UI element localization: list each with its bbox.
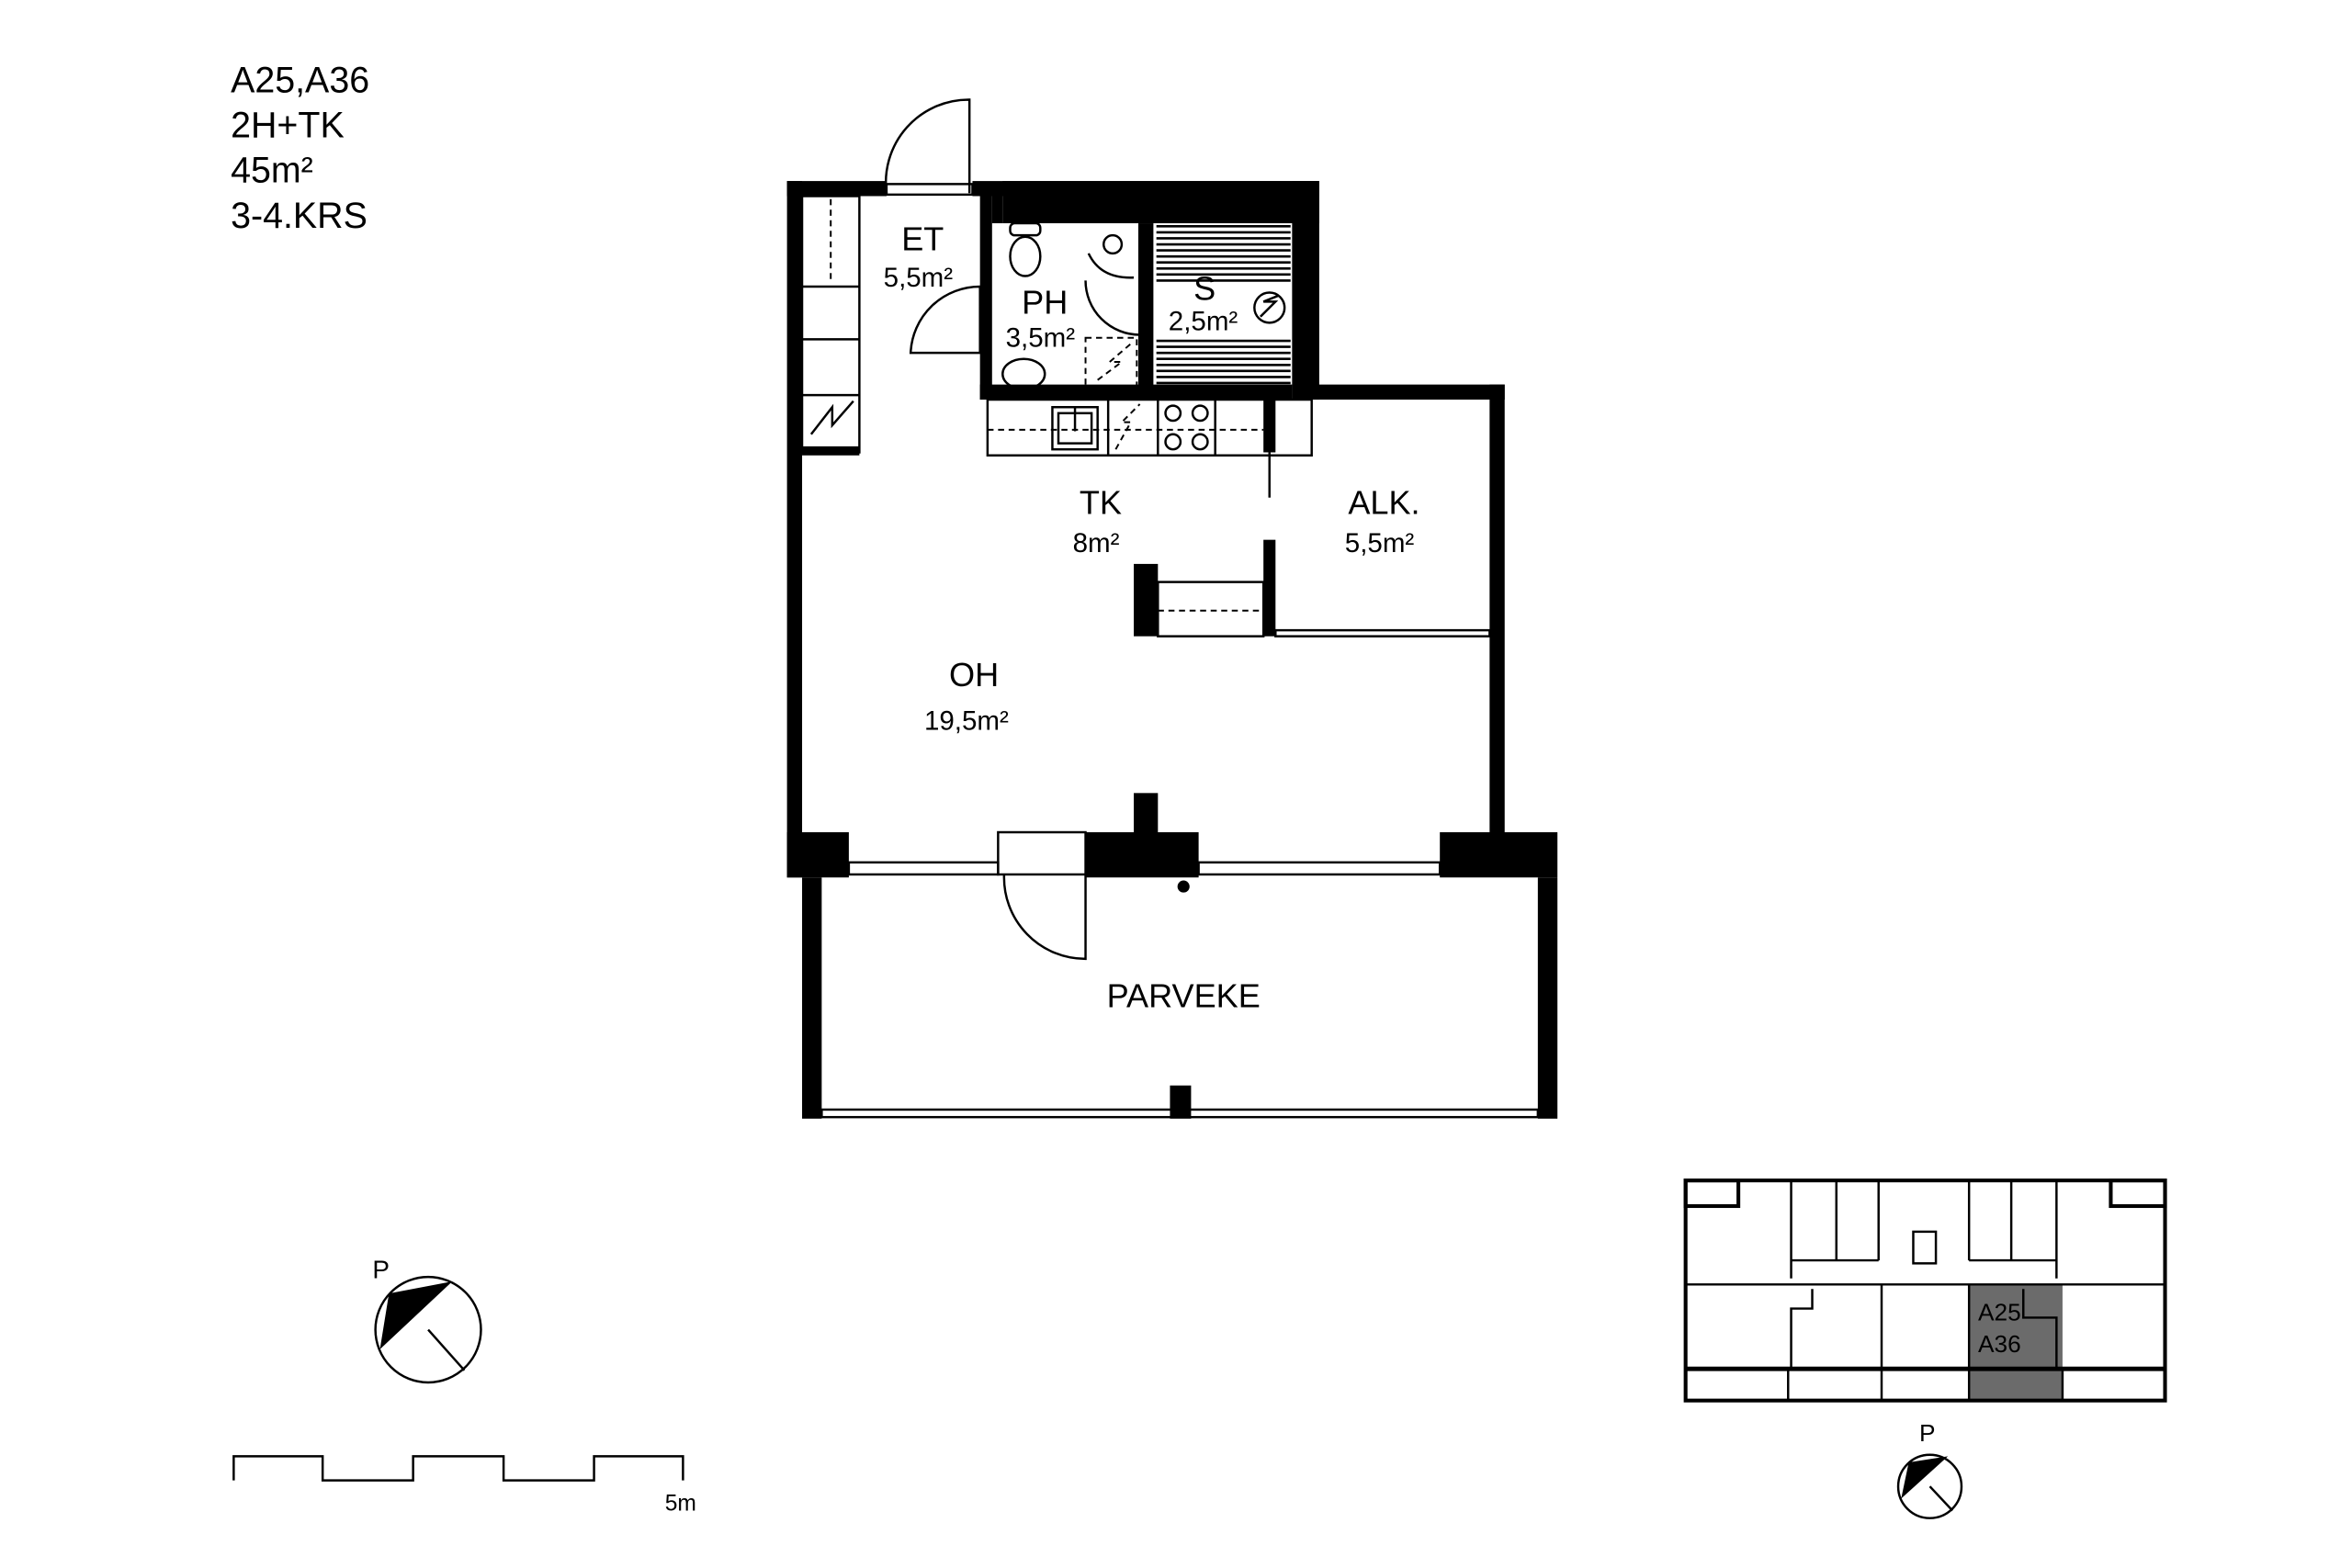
bathroom-fixtures	[1001, 221, 1138, 390]
apartment-area: 45m²	[231, 151, 313, 191]
sauna-benches	[1156, 225, 1291, 385]
svg-text:5,5m²: 5,5m²	[884, 263, 954, 293]
scale-label: 5m	[665, 1491, 696, 1516]
svg-text:PH: PH	[1022, 284, 1068, 321]
room-oh: OH 19,5m²	[924, 656, 1009, 737]
highlighted-apartment	[1969, 1284, 2063, 1403]
svg-text:S: S	[1193, 270, 1216, 308]
wardrobe	[800, 195, 861, 456]
svg-text:2,5m²: 2,5m²	[1169, 307, 1238, 337]
room-et: ET 5,5m²	[884, 220, 954, 293]
svg-text:TK: TK	[1080, 484, 1122, 522]
north-label: P	[372, 1256, 390, 1284]
svg-text:3,5m²: 3,5m²	[1006, 323, 1076, 354]
room-parveke: PARVEKE	[1107, 976, 1261, 1014]
doors	[885, 98, 1141, 961]
keyplan-label-a36: A36	[1978, 1330, 2021, 1358]
svg-text:19,5m²: 19,5m²	[924, 705, 1009, 736]
key-plan: A25 A36 P	[1683, 1179, 2167, 1519]
room-ph: PH 3,5m²	[1006, 284, 1076, 354]
walls	[786, 181, 1558, 1119]
svg-text:5,5m²: 5,5m²	[1345, 528, 1415, 558]
north-compass: P	[372, 1256, 482, 1384]
room-alk: ALK. 5,5m²	[1345, 484, 1420, 558]
apartment-type: 2H+TK	[231, 106, 345, 146]
sauna-stove-icon	[1253, 291, 1286, 324]
apartment-floors: 3-4.KRS	[231, 196, 368, 236]
room-s: S 2,5m²	[1169, 270, 1238, 337]
svg-text:8m²: 8m²	[1073, 528, 1120, 558]
svg-text:ET: ET	[901, 220, 944, 258]
keyplan-north-label: P	[1919, 1419, 1936, 1447]
kitchen-counter	[986, 398, 1313, 457]
svg-text:ALK.: ALK.	[1348, 484, 1419, 522]
svg-text:OH: OH	[949, 656, 999, 694]
keyplan-label-a25: A25	[1978, 1299, 2021, 1326]
room-tk: TK 8m²	[1073, 484, 1122, 558]
scale-bar: 5m	[232, 1455, 696, 1516]
apartment-numbers: A25,A36	[231, 60, 369, 100]
